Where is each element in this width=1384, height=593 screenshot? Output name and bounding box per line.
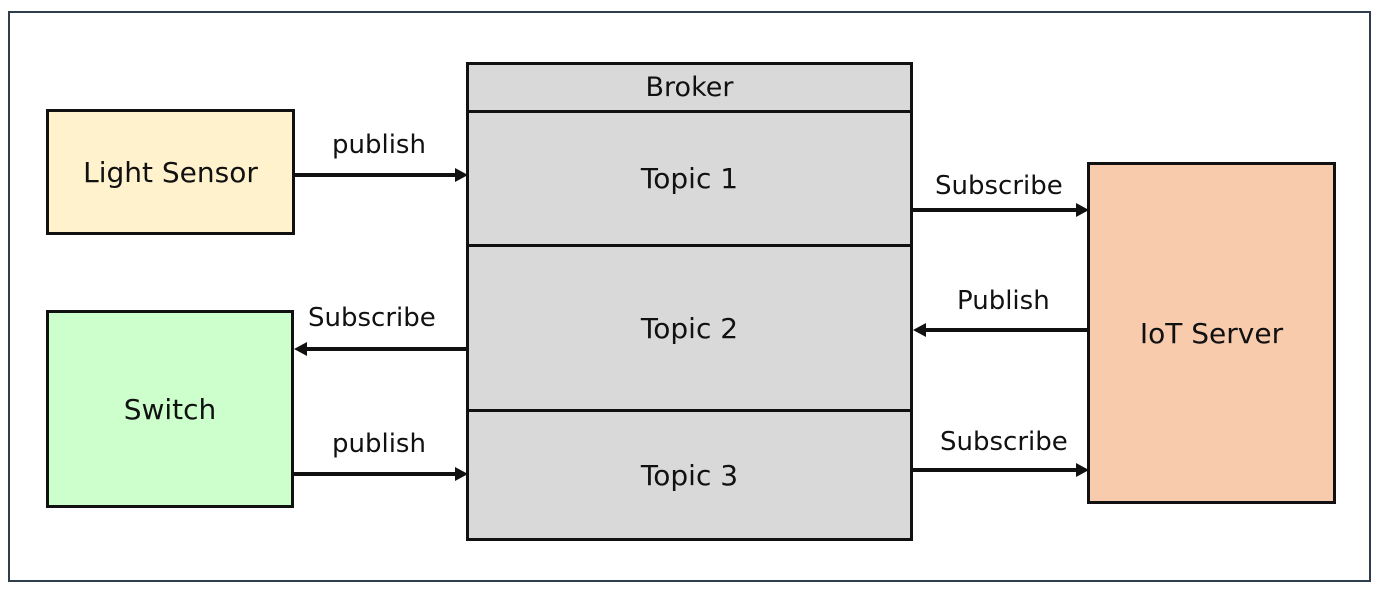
- arrow-topic-3-to-server: [913, 463, 1089, 477]
- arrow-topic-2-to-switch: [294, 342, 466, 356]
- switch-box: Switch: [46, 310, 294, 508]
- topic-3-label: Topic 3: [640, 458, 739, 492]
- subscribe-label-switch: Subscribe: [308, 303, 436, 333]
- topic-2-label: Topic 2: [640, 311, 739, 345]
- subscribe-label-server-topic-1: Subscribe: [935, 171, 1063, 201]
- arrow-server-to-topic-2: [913, 323, 1087, 337]
- publish-label-switch: publish: [332, 429, 426, 459]
- broker-header: Broker: [466, 62, 913, 113]
- switch-label: Switch: [123, 392, 217, 426]
- light-sensor-box: Light Sensor: [46, 109, 295, 235]
- iot-server-label: IoT Server: [1139, 316, 1284, 350]
- subscribe-label-server-topic-3: Subscribe: [940, 427, 1068, 457]
- publish-label-server: Publish: [957, 286, 1050, 316]
- topic-2-box: Topic 2: [466, 244, 913, 412]
- broker-title: Broker: [645, 72, 734, 103]
- arrow-switch-to-topic-3: [294, 467, 468, 481]
- light-sensor-label: Light Sensor: [83, 155, 258, 189]
- arrow-topic-1-to-server: [913, 203, 1089, 217]
- iot-server-box: IoT Server: [1087, 162, 1336, 504]
- topic-1-box: Topic 1: [466, 110, 913, 247]
- arrow-sensor-to-topic-1: [295, 168, 468, 182]
- publish-label-sensor: publish: [332, 130, 426, 160]
- topic-1-label: Topic 1: [640, 162, 739, 195]
- topic-3-box: Topic 3: [466, 409, 913, 541]
- diagram-frame: [8, 11, 1371, 582]
